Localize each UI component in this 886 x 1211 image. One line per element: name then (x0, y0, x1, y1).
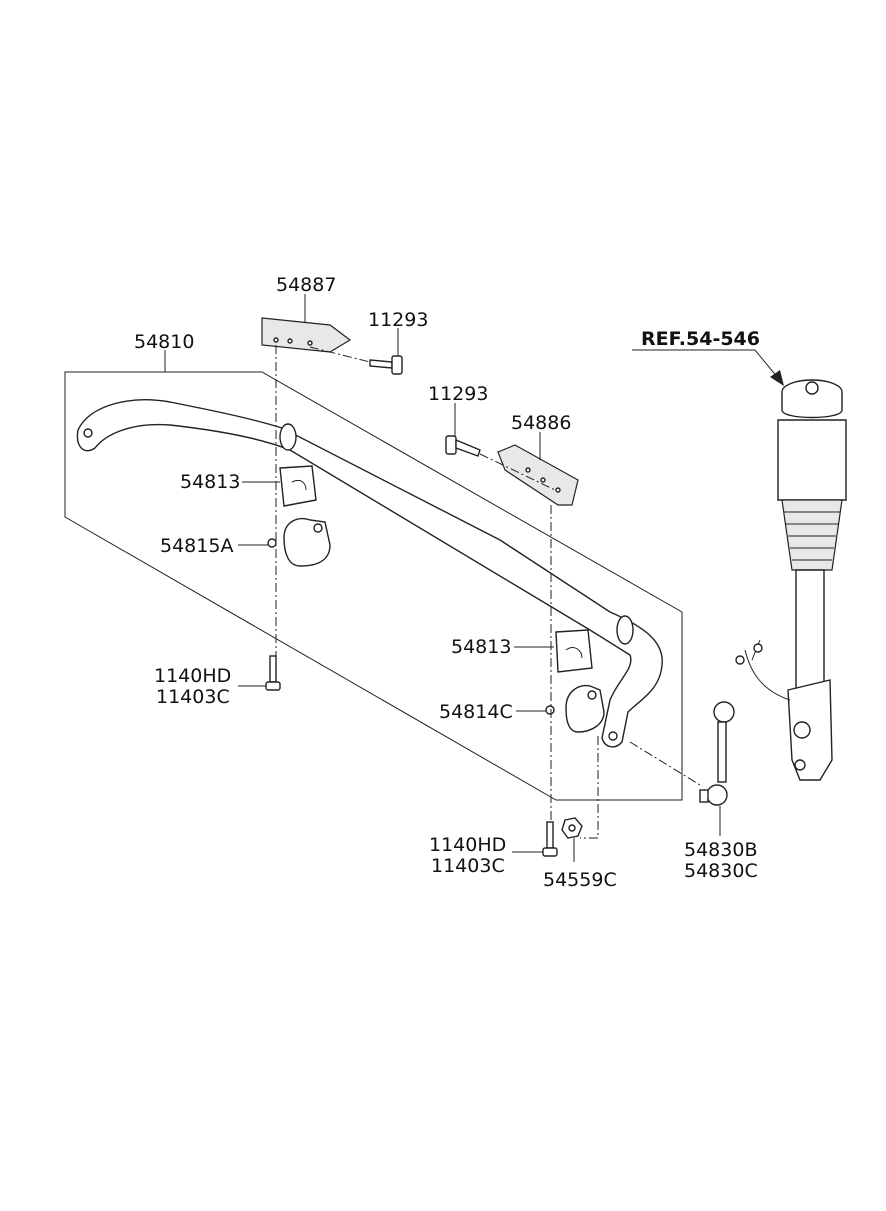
label-54810: 54810 (134, 331, 194, 353)
clamp-54814C (545, 684, 605, 733)
label-54814C: 54814C (439, 701, 513, 723)
bracket-54887 (261, 317, 352, 353)
label-1140HD-right: 1140HD (429, 834, 506, 856)
air-strut (735, 379, 847, 781)
label-54815A: 54815A (160, 535, 233, 557)
label-11293-upper: 11293 (368, 309, 428, 331)
stabilizer-link (699, 701, 735, 806)
clamp-54815A (267, 517, 331, 567)
nut-54559C (561, 817, 583, 839)
label-54887: 54887 (276, 274, 336, 296)
label-54813-left: 54813 (180, 471, 240, 493)
dash-line-bolt-upper (309, 346, 371, 363)
label-54830C: 54830C (684, 860, 758, 882)
bushing-54813-right (555, 629, 593, 673)
dash-line-nut (580, 736, 599, 839)
bracket-54886 (497, 444, 579, 506)
bolt-1140HD-right (542, 821, 558, 857)
label-54813-right: 54813 (451, 636, 511, 658)
label-1140HD-left: 1140HD (154, 665, 231, 687)
label-ref-54-546: REF.54-546 (641, 328, 760, 350)
stabilizer-bar (76, 399, 663, 748)
bolt-11293-upper (369, 355, 403, 375)
bolt-1140HD-left (265, 655, 281, 691)
assembly-box (64, 371, 683, 801)
dash-line-link (629, 741, 701, 786)
leader-ref (632, 349, 779, 379)
leader-ref-arrow (770, 370, 784, 386)
label-11293-lower: 11293 (428, 383, 488, 405)
bolt-11293-lower (445, 435, 481, 457)
dash-line-bolt-lower (479, 453, 556, 491)
label-54830B: 54830B (684, 839, 757, 861)
bushing-54813-left (279, 465, 317, 507)
label-54559C: 54559C (543, 869, 617, 891)
label-11403C-right: 11403C (431, 855, 505, 877)
label-54886: 54886 (511, 412, 571, 434)
label-11403C-left: 11403C (156, 686, 230, 708)
